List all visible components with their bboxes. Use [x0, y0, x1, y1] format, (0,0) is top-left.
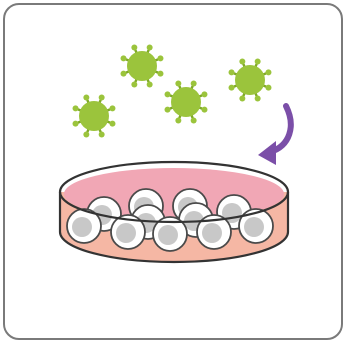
virus-spike-tip [131, 81, 137, 87]
virus-particle-icon [73, 95, 116, 138]
virus-spike-tip [73, 105, 79, 111]
virus-spike-tip [239, 95, 245, 101]
virus-spike-tip [83, 95, 89, 101]
cell-icon [239, 209, 273, 243]
cell-nucleus [116, 223, 136, 243]
virus-spike-tip [121, 71, 127, 77]
virus-spike-tip [165, 107, 171, 113]
virus-spike-tip [239, 59, 245, 65]
virus-spike-tip [73, 121, 79, 127]
virus-particle-icon [121, 45, 164, 88]
virus-spike-tip [265, 85, 271, 91]
cell-nucleus [158, 225, 178, 245]
virus-body [171, 87, 201, 117]
virus-group [73, 45, 272, 138]
curved-arrow-icon [258, 106, 291, 165]
virus-body [235, 65, 265, 95]
cell-nucleus [202, 223, 222, 243]
virus-spike-tip [175, 81, 181, 87]
virus-spike-tip [147, 45, 153, 51]
virus-spike-tip [165, 91, 171, 97]
virus-spike-tip [157, 55, 163, 61]
virus-spike-tip [229, 69, 235, 75]
virus-particle-icon [229, 59, 272, 102]
virus-spike-tip [109, 105, 115, 111]
virus-spike-tip [201, 107, 207, 113]
arrow-head [258, 141, 276, 165]
virus-spike-tip [229, 85, 235, 91]
virus-spike-tip [157, 71, 163, 77]
virus-spike-tip [255, 59, 261, 65]
virus-spike-tip [191, 81, 197, 87]
virus-spike-tip [201, 91, 207, 97]
virus-body [127, 51, 157, 81]
virus-spike-tip [109, 121, 115, 127]
cell-nucleus [72, 217, 92, 237]
virus-spike-tip [121, 55, 127, 61]
petri-dish-icon [60, 162, 288, 262]
virus-spike-tip [265, 69, 271, 75]
virus-spike-tip [83, 131, 89, 137]
cell-nucleus [244, 217, 264, 237]
virus-body [79, 101, 109, 131]
virus-spike-tip [99, 131, 105, 137]
virus-spike-tip [131, 45, 137, 51]
virus-particle-icon [165, 81, 208, 124]
virus-spike-tip [147, 81, 153, 87]
virus-spike-tip [255, 95, 261, 101]
virus-spike-tip [175, 117, 181, 123]
virus-spike-tip [191, 117, 197, 123]
virus-spike-tip [99, 95, 105, 101]
